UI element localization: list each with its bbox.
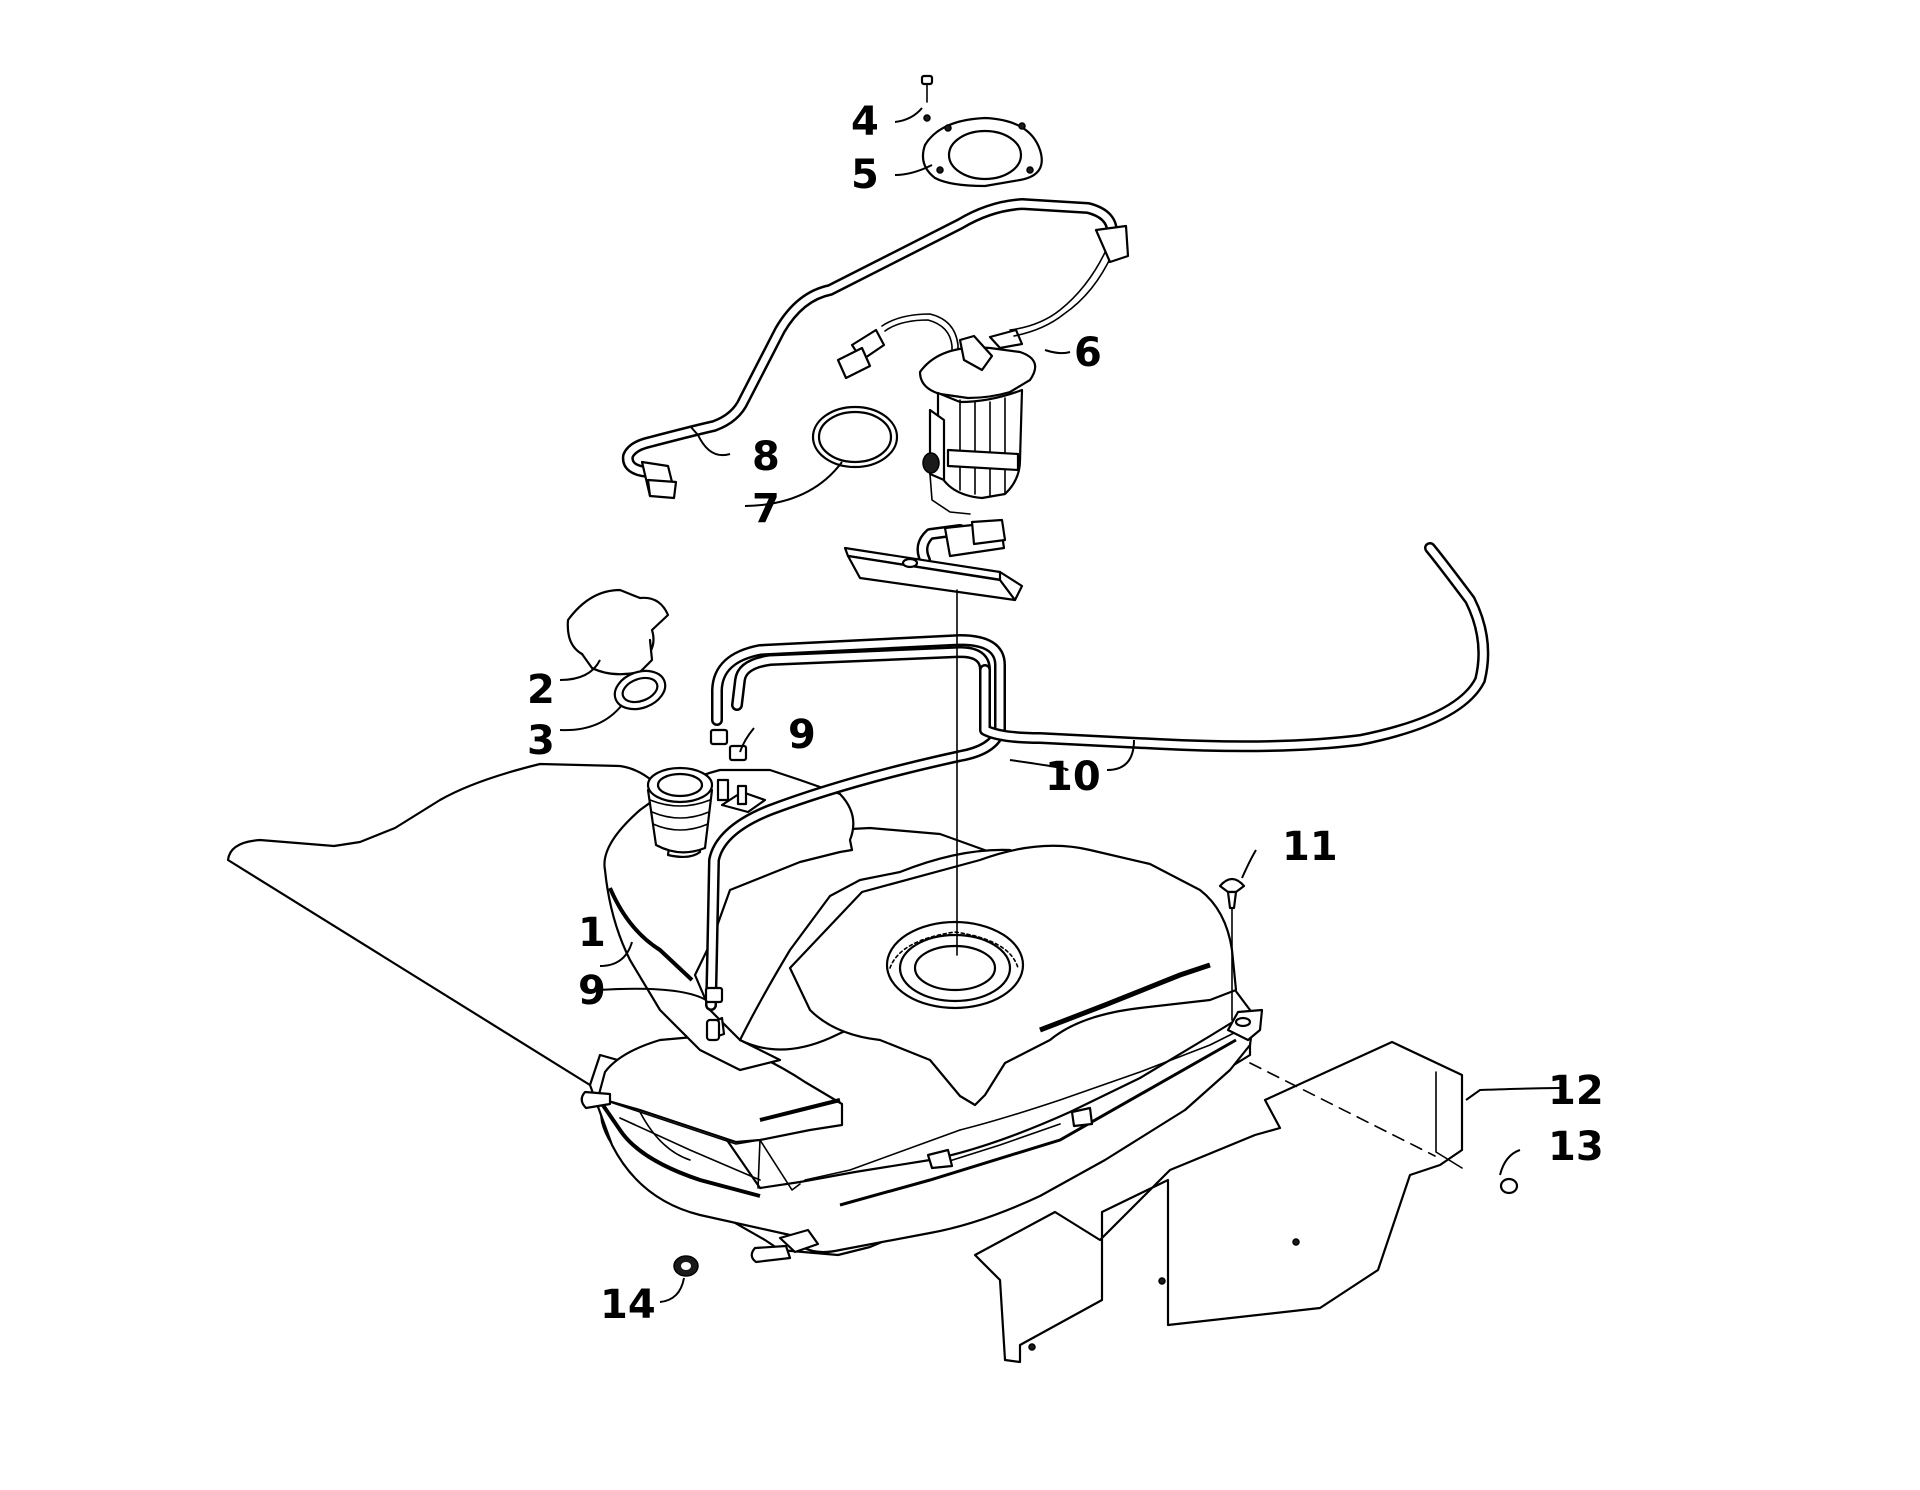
fuel-pump-gasket	[811, 405, 899, 469]
vent-hose	[705, 542, 1490, 1011]
callout-7: 7	[752, 486, 780, 532]
callout-2: 2	[527, 667, 555, 713]
callout-9b: 9	[578, 968, 606, 1014]
washer	[1499, 1177, 1519, 1195]
fuel-cap	[566, 588, 670, 676]
heat-shield	[973, 1040, 1464, 1364]
fuel-pump-assembly	[836, 313, 1037, 602]
screw	[920, 74, 934, 122]
callout-9a: 9	[788, 712, 816, 758]
fuel-tank-detail	[580, 766, 1264, 1264]
lock-ring	[921, 116, 1043, 188]
callout-5: 5	[851, 152, 879, 198]
callout-8: 8	[752, 434, 780, 480]
callout-13: 13	[1548, 1124, 1604, 1170]
callout-14: 14	[600, 1282, 656, 1328]
callout-6: 6	[1074, 330, 1102, 376]
callout-12: 12	[1548, 1068, 1604, 1114]
callout-11: 11	[1282, 824, 1338, 870]
push-rivet	[1218, 877, 1246, 1021]
hose-clamps	[704, 728, 748, 1042]
callouts: 1 2 3 4 5 6 7 8 9 9 10 11 12 13 14	[527, 99, 1604, 1328]
gasket	[613, 669, 667, 711]
callout-1: 1	[578, 910, 606, 956]
callout-3: 3	[527, 718, 555, 764]
grommet	[673, 1255, 699, 1277]
callout-4: 4	[851, 99, 879, 145]
callout-10: 10	[1045, 754, 1101, 800]
leader-lines	[559, 107, 1561, 1303]
fuel-supply-hose	[621, 198, 1130, 500]
